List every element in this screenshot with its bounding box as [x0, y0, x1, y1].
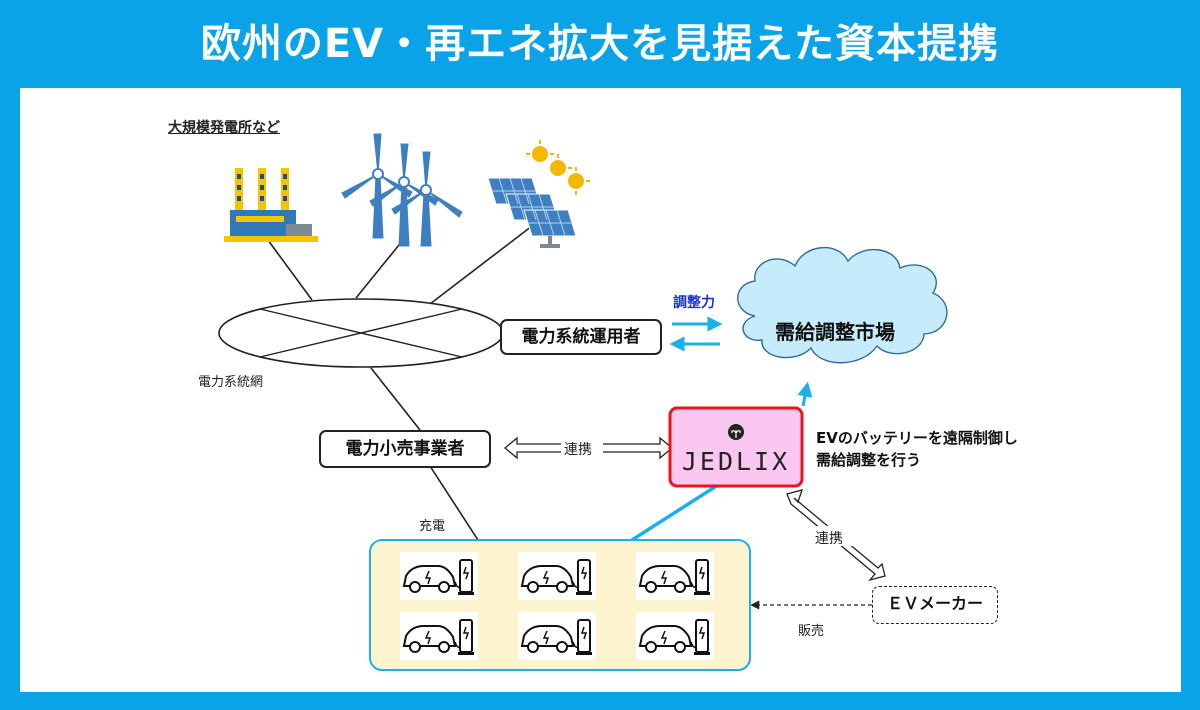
sales-label: 販売 [798, 624, 825, 639]
ev-charging-icon [636, 612, 714, 660]
retailer-box: 電力小売事業者 [319, 430, 491, 468]
wind-grid-line [355, 239, 404, 299]
charging-line [427, 462, 479, 541]
diagram-canvas [218, 133, 948, 671]
adjustment-power-label: 調整力 [673, 295, 715, 311]
retailer-label: 電力小売事業者 [345, 439, 465, 459]
solar-panel-icon [487, 140, 590, 248]
grid-retailer-line [370, 367, 421, 431]
jedlix-logo-icon [728, 424, 744, 440]
ev-charging-icon [400, 612, 478, 660]
ev-tiles [400, 552, 714, 660]
ev-maker-box: ＥＶメーカー [872, 586, 998, 624]
ev-maker-label: ＥＶメーカー [886, 594, 983, 613]
grid-operator-box: 電力系統運用者 [500, 319, 662, 355]
cooperation-label-1: 連携 [564, 442, 592, 458]
page-title: 欧州のEV・再エネ拡大を見据えた資本提携 [200, 21, 1000, 67]
grid-label: 電力系統網 [198, 375, 264, 390]
jedlix-desc-line2: 需給調整を行う [816, 451, 922, 469]
charging-label: 充電 [419, 519, 446, 534]
ev-charging-icon [518, 552, 596, 600]
wind-turbine-icon [341, 133, 463, 247]
jedlix-desc-line1: EVのバッテリーを遠隔制御し [816, 429, 1018, 447]
jedlix-market-arrow [797, 381, 813, 407]
grid-network [218, 298, 504, 368]
power-plants-label: 大規模発電所など [168, 120, 280, 136]
ev-charging-icon [400, 552, 478, 600]
grid-operator-label: 電力系統運用者 [521, 327, 641, 347]
jedlix-box [668, 406, 804, 488]
plant-grid-line [264, 235, 313, 301]
balancing-market-cloud [737, 246, 948, 364]
ev-charging-icon [636, 552, 714, 600]
jedlix-description: EVのバッテリーを遠隔制御し 需給調整を行う [816, 427, 1018, 471]
solar-grid-line [429, 225, 533, 305]
jedlix-logo-text: JEDLIX [681, 447, 791, 476]
cooperation-label-2: 連携 [815, 531, 843, 547]
balancing-market-label: 需給調整市場 [775, 320, 895, 344]
ev-charging-icon [518, 612, 596, 660]
factory-icon [224, 168, 318, 242]
ev-jedlix-arrow [631, 483, 719, 542]
diagram-panel: 大規模発電所など 電力系統網 電力系統運用者 調整力 需給調整市場 電力小売事業… [20, 88, 1181, 692]
